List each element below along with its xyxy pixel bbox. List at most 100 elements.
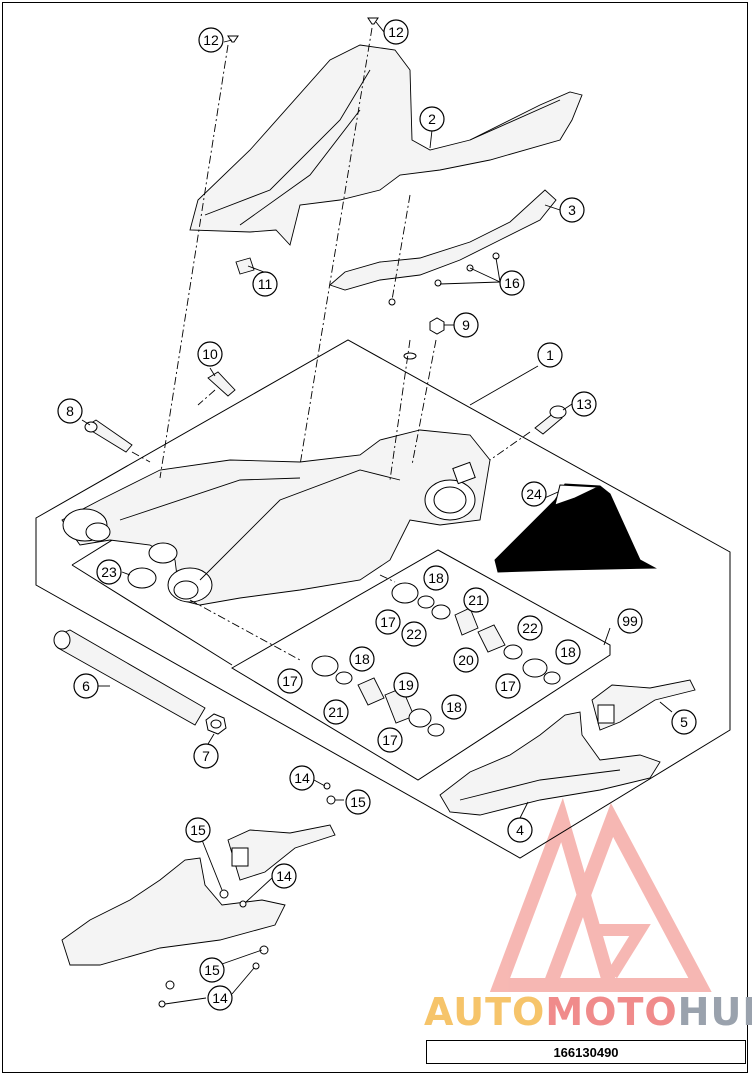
callout-18-d: 18 bbox=[441, 694, 467, 720]
callout-4: 4 bbox=[507, 817, 533, 843]
chain-guard-cover bbox=[329, 189, 557, 291]
svg-text:12: 12 bbox=[203, 32, 219, 48]
callout-23: 23 bbox=[96, 559, 122, 585]
svg-text:9: 9 bbox=[462, 317, 470, 333]
callout-2: 2 bbox=[419, 106, 445, 132]
svg-text:22: 22 bbox=[406, 626, 422, 642]
rear-mudguard bbox=[189, 44, 583, 246]
bearing-kit-outline bbox=[231, 549, 611, 781]
watermark-part3: HUB bbox=[677, 990, 752, 1034]
callout-11: 11 bbox=[252, 271, 278, 297]
seal-23-b bbox=[148, 542, 178, 564]
lower-chain-guide-assembly bbox=[61, 782, 336, 1008]
swingarm bbox=[61, 429, 491, 606]
callout-21-b: 21 bbox=[323, 699, 349, 725]
svg-text:11: 11 bbox=[258, 276, 273, 292]
callout-15-a: 15 bbox=[345, 789, 371, 815]
bolt-10 bbox=[207, 371, 236, 397]
svg-text:6: 6 bbox=[82, 678, 90, 694]
svg-text:14: 14 bbox=[212, 990, 228, 1006]
reference-number: 166130490 bbox=[553, 1044, 619, 1060]
svg-text:16: 16 bbox=[504, 275, 520, 291]
svg-text:3: 3 bbox=[568, 202, 576, 218]
assembly-alignment-lines bbox=[131, 27, 611, 661]
callout-leaders bbox=[81, 21, 673, 1005]
callout-15-b: 15 bbox=[185, 817, 211, 843]
chain-guide-4 bbox=[439, 711, 661, 816]
svg-text:17: 17 bbox=[380, 614, 396, 630]
svg-text:15: 15 bbox=[190, 822, 206, 838]
callout-10: 10 bbox=[197, 341, 223, 367]
callout-8: 8 bbox=[57, 398, 83, 424]
callout-9: 9 bbox=[453, 312, 479, 338]
callout-20: 20 bbox=[453, 647, 479, 673]
svg-text:14: 14 bbox=[294, 770, 310, 786]
svg-text:8: 8 bbox=[66, 403, 74, 419]
callout-21-a: 21 bbox=[463, 587, 489, 613]
callout-14-a: 14 bbox=[289, 765, 315, 791]
svg-text:2: 2 bbox=[428, 111, 436, 127]
watermark-part2: MOTO bbox=[545, 990, 678, 1034]
svg-text:13: 13 bbox=[576, 396, 592, 412]
svg-text:17: 17 bbox=[500, 678, 516, 694]
svg-text:18: 18 bbox=[560, 644, 576, 660]
callout-99: 99 bbox=[617, 608, 643, 634]
callout-7: 7 bbox=[193, 743, 219, 769]
svg-text:23: 23 bbox=[101, 564, 117, 580]
svg-text:24: 24 bbox=[526, 486, 542, 502]
svg-text:17: 17 bbox=[382, 732, 398, 748]
callout-22-b: 22 bbox=[517, 615, 543, 641]
callout-12-left: 12 bbox=[198, 27, 224, 53]
chain-slider-5 bbox=[591, 679, 696, 731]
swingarm-axle bbox=[53, 629, 206, 726]
svg-text:12: 12 bbox=[388, 24, 404, 40]
callout-12-right: 12 bbox=[383, 19, 409, 45]
svg-text:21: 21 bbox=[468, 592, 484, 608]
screw-12-a bbox=[227, 35, 239, 43]
callout-5: 5 bbox=[671, 709, 697, 735]
callout-17-d: 17 bbox=[377, 727, 403, 753]
svg-text:18: 18 bbox=[354, 651, 370, 667]
callout-3: 3 bbox=[559, 197, 585, 223]
svg-text:21: 21 bbox=[328, 704, 344, 720]
callout-16: 16 bbox=[499, 270, 525, 296]
callout-18-b: 18 bbox=[349, 646, 375, 672]
callout-17-c: 17 bbox=[495, 673, 521, 699]
callout-24: 24 bbox=[521, 481, 547, 507]
svg-text:15: 15 bbox=[350, 794, 366, 810]
svg-text:15: 15 bbox=[204, 962, 220, 978]
callout-19: 19 bbox=[393, 672, 419, 698]
callout-17-b: 17 bbox=[277, 668, 303, 694]
callout-22-a: 22 bbox=[401, 621, 427, 647]
screw-16-c bbox=[434, 279, 442, 287]
callout-18-a: 18 bbox=[423, 565, 449, 591]
svg-text:99: 99 bbox=[622, 613, 638, 629]
callout-17-a: 17 bbox=[375, 609, 401, 635]
bearing-kit-parts bbox=[311, 582, 561, 737]
svg-text:14: 14 bbox=[276, 868, 292, 884]
watermark-brand: AUTOMOTOHUB bbox=[424, 990, 752, 1034]
clip-11 bbox=[235, 257, 255, 275]
callout-14-c: 14 bbox=[207, 985, 233, 1011]
reference-number-box: 166130490 bbox=[426, 1040, 746, 1064]
watermark-logo-icon bbox=[489, 797, 712, 992]
callout-6: 6 bbox=[73, 673, 99, 699]
svg-text:10: 10 bbox=[202, 346, 218, 362]
callout-14-b: 14 bbox=[271, 863, 297, 889]
svg-text:18: 18 bbox=[446, 699, 462, 715]
svg-text:5: 5 bbox=[680, 714, 688, 730]
screw-16-d bbox=[388, 298, 396, 306]
screw-12-b bbox=[367, 17, 379, 25]
svg-text:18: 18 bbox=[428, 570, 444, 586]
callout-18-c: 18 bbox=[555, 639, 581, 665]
callout-1: 1 bbox=[537, 342, 563, 368]
svg-text:17: 17 bbox=[282, 673, 298, 689]
svg-text:7: 7 bbox=[202, 748, 210, 764]
svg-text:19: 19 bbox=[398, 677, 414, 693]
callout-13: 13 bbox=[571, 391, 597, 417]
nut-9 bbox=[429, 317, 445, 335]
watermark-part1: AUTO bbox=[424, 990, 546, 1034]
svg-text:1: 1 bbox=[546, 347, 554, 363]
